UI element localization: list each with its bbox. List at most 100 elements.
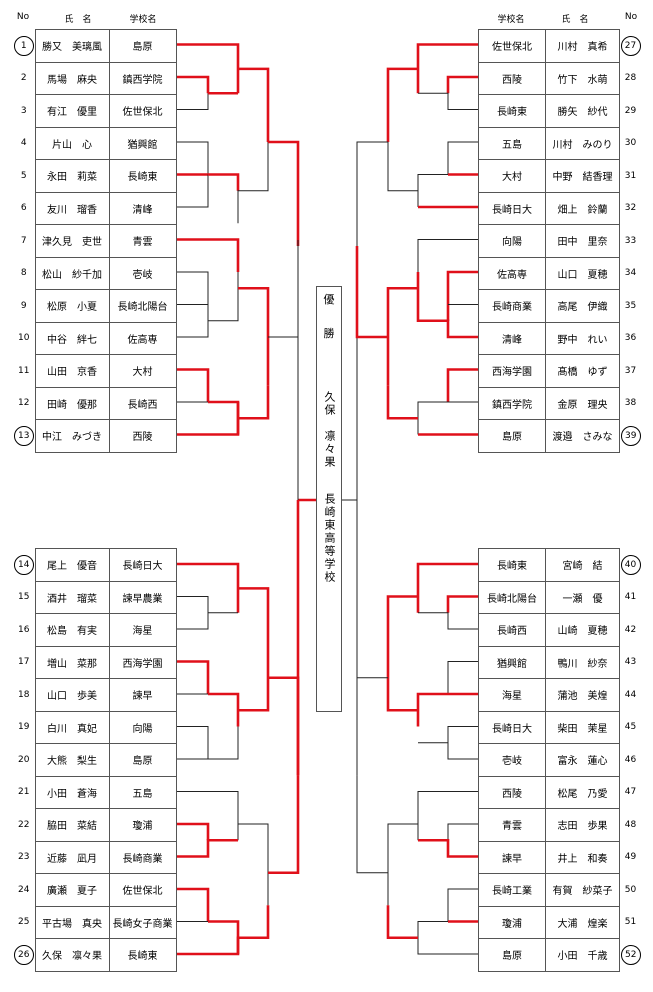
player-name: 鴨川 紗奈	[545, 645, 620, 679]
champion-label-1: 優	[323, 293, 335, 306]
bracket-line	[176, 320, 209, 338]
bracket-line	[386, 905, 418, 940]
bracket-line	[237, 142, 269, 224]
school-name: 諫早	[478, 840, 546, 874]
entry-no: 17	[18, 657, 30, 668]
bracket-line	[418, 612, 478, 630]
bracket-line	[386, 661, 418, 712]
school-name: 西陵	[108, 419, 177, 453]
bracket-line	[387, 142, 418, 192]
player-name: 松山 紗千加	[34, 256, 110, 290]
school-name: 瓊浦	[108, 808, 177, 842]
bracket-line	[417, 401, 448, 435]
bracket-line	[447, 726, 478, 760]
player-name: 柴田 茉星	[545, 710, 620, 744]
entry-no: 5	[20, 170, 27, 181]
bracket-line	[238, 823, 269, 906]
bracket-line	[176, 174, 209, 208]
player-name: 蒲池 美煌	[545, 678, 620, 712]
bracket-line	[418, 92, 478, 110]
player-name: 野中 れい	[545, 321, 620, 355]
school-name: 長崎日大	[108, 548, 177, 582]
player-name: 田中 里奈	[545, 224, 620, 258]
entry-no: 46	[624, 754, 637, 765]
entry-no: 8	[20, 268, 27, 279]
player-name: 大熊 梨生	[34, 743, 110, 777]
player-name: 中江 みづき	[34, 419, 110, 453]
bracket-line	[416, 43, 478, 94]
school-name: 佐世保北	[478, 29, 546, 63]
school-name: 西海学園	[108, 645, 177, 679]
bracket-line	[176, 272, 239, 322]
player-name: 近藤 凪月	[34, 840, 110, 874]
school-name: 瓊浦	[478, 905, 546, 939]
bracket-line	[176, 726, 239, 760]
bracket-line	[386, 286, 418, 386]
header-name-right: 氏 名	[561, 15, 589, 25]
player-name: 金原 理央	[545, 386, 620, 420]
bracket-line	[356, 775, 388, 874]
player-name: 山田 京香	[34, 354, 110, 388]
player-name: 友川 瑠香	[34, 191, 110, 225]
bracket-line	[176, 660, 210, 694]
player-name: 小田 蒼海	[34, 775, 110, 809]
school-name: 佐高専	[108, 321, 177, 355]
entry-no: 31	[624, 170, 637, 181]
header-no-left: No	[16, 12, 30, 22]
school-name: 長崎西	[478, 613, 546, 647]
bracket-line	[176, 402, 240, 436]
school-name: 島原	[478, 938, 546, 972]
bracket-line	[386, 67, 418, 142]
school-name: 長崎日大	[478, 191, 546, 225]
bracket-line	[176, 368, 210, 402]
entry-no: 2	[20, 73, 27, 84]
entry-no: 1	[13, 30, 35, 63]
school-name: 諫早	[108, 678, 177, 712]
bracket-line	[418, 838, 478, 858]
school-name: 西海学園	[478, 354, 546, 388]
bracket-line	[238, 286, 270, 386]
school-name: 鎮西学院	[478, 386, 546, 420]
entry-no: 32	[624, 203, 637, 214]
bracket-line	[238, 385, 270, 420]
bracket-line	[238, 587, 270, 662]
entry-no: 23	[18, 852, 30, 863]
player-name: 渡邉 さみな	[545, 419, 620, 453]
school-name: 猶興館	[478, 645, 546, 679]
bracket-line	[446, 368, 478, 402]
seed-circle: 26	[13, 944, 34, 965]
school-name: 清峰	[108, 191, 177, 225]
school-name: 島原	[108, 29, 177, 63]
bracket-line	[176, 43, 240, 94]
player-name: 松原 小夏	[34, 289, 110, 323]
entry-no: 26	[13, 939, 35, 972]
seed-circle: 39	[620, 425, 641, 446]
entry-no: 33	[624, 235, 637, 246]
player-name: 廣瀬 夏子	[34, 873, 110, 907]
bracket-line	[208, 692, 240, 727]
bracket-line	[238, 67, 270, 142]
player-name: 宮崎 結	[545, 548, 620, 582]
bracket-line	[446, 595, 478, 613]
bracket-line	[176, 93, 209, 110]
